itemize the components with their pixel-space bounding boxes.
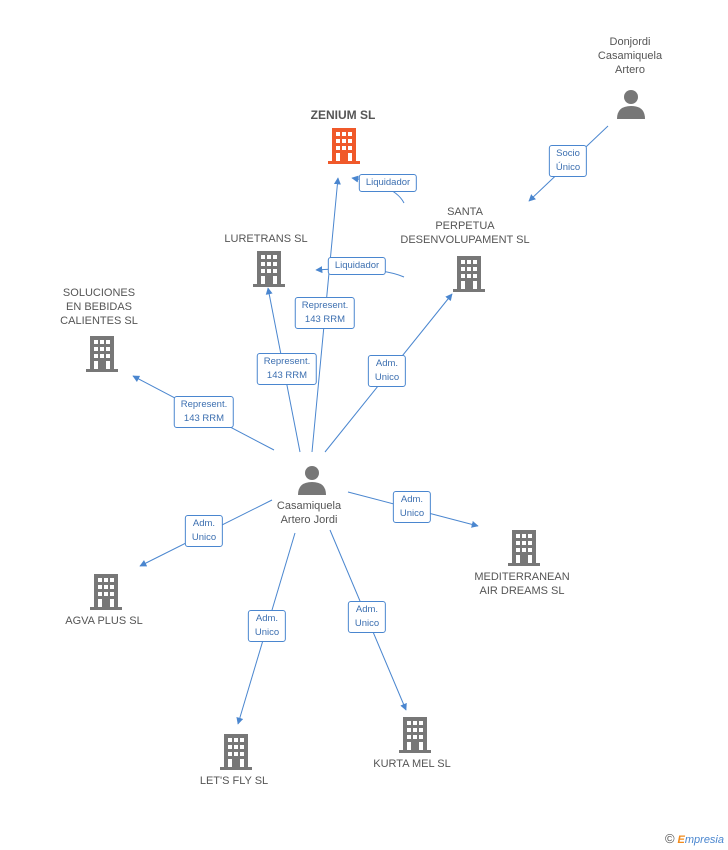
node-label-line: Casamiquela	[276, 500, 342, 512]
edge-label-liquidador-zenium[interactable]: Liquidador	[358, 174, 418, 192]
edge-label-represent-soluciones[interactable]: Represent. 143 RRM	[173, 396, 235, 428]
building-icon	[508, 530, 540, 566]
node-label-line: EN BEBIDAS	[65, 301, 133, 313]
person-icon	[617, 90, 645, 119]
node-label-line: MEDITERRANEAN	[474, 571, 570, 583]
node-label: KURTA MEL SL	[373, 758, 451, 770]
node-label-line: Casamiquela	[597, 50, 663, 62]
node-casamiquela[interactable]: Casamiquela Artero Jordi	[277, 499, 341, 527]
node-santa-perpetua[interactable]: SANTA PERPETUA DESENVOLUPAMENT SL	[400, 205, 529, 247]
building-icon	[399, 717, 431, 753]
node-label-line: CALIENTES SL	[60, 315, 138, 327]
node-label-line: Artero	[615, 64, 645, 76]
node-label-line: PERPETUA	[435, 220, 495, 232]
node-label: LET'S FLY SL	[199, 775, 269, 787]
node-label-line: SANTA	[447, 206, 483, 218]
edge-label-adm-agva[interactable]: Adm. Unico	[184, 515, 224, 547]
building-icon	[86, 336, 118, 372]
building-icon	[253, 251, 285, 287]
node-zenium[interactable]: ZENIUM SL	[311, 108, 376, 122]
node-mediterranean[interactable]: MEDITERRANEAN AIR DREAMS SL	[474, 570, 569, 598]
node-label-line: SOLUCIONES	[62, 287, 136, 299]
edge-label-represent-zenium[interactable]: Represent. 143 RRM	[294, 297, 356, 329]
empresia-watermark[interactable]: ©Empresia	[665, 831, 724, 846]
node-donjordi[interactable]: Donjordi Casamiquela Artero	[598, 35, 662, 77]
node-label-line: AIR DREAMS SL	[479, 585, 565, 597]
building-icon	[328, 128, 360, 164]
edge-label-liquidador-luretrans[interactable]: Liquidador	[327, 257, 387, 275]
edge-label-represent-luretrans[interactable]: Represent. 143 RRM	[256, 353, 318, 385]
edge-label-adm-santa[interactable]: Adm. Unico	[367, 355, 407, 387]
node-kurta-mel[interactable]: KURTA MEL SL	[373, 757, 450, 771]
person-icon	[298, 466, 326, 495]
copyright-icon: ©	[664, 831, 675, 846]
node-label-line: Donjordi	[609, 36, 651, 48]
node-agva-plus[interactable]: AGVA PLUS SL	[65, 614, 142, 628]
edge-label-adm-kurta[interactable]: Adm. Unico	[347, 601, 387, 633]
edge-label-socio-unico[interactable]: Socio Único	[548, 145, 588, 177]
node-letsfly[interactable]: LET'S FLY SL	[200, 774, 268, 788]
node-soluciones[interactable]: SOLUCIONES EN BEBIDAS CALIENTES SL	[60, 286, 138, 328]
brand-initial: E	[677, 834, 685, 846]
node-label-line: DESENVOLUPAMENT SL	[400, 234, 530, 246]
building-icon	[220, 734, 252, 770]
edge-label-adm-letsfly[interactable]: Adm. Unico	[247, 610, 287, 642]
node-label: LURETRANS SL	[224, 233, 308, 245]
node-label: AGVA PLUS SL	[65, 615, 143, 627]
edge-label-adm-mediterranean[interactable]: Adm. Unico	[392, 491, 432, 523]
node-label-line: Artero Jordi	[280, 514, 338, 526]
building-icon	[453, 256, 485, 292]
node-label: ZENIUM SL	[310, 108, 376, 122]
building-icon	[90, 574, 122, 610]
node-luretrans[interactable]: LURETRANS SL	[224, 232, 307, 246]
brand-name: mpresia	[684, 834, 724, 846]
